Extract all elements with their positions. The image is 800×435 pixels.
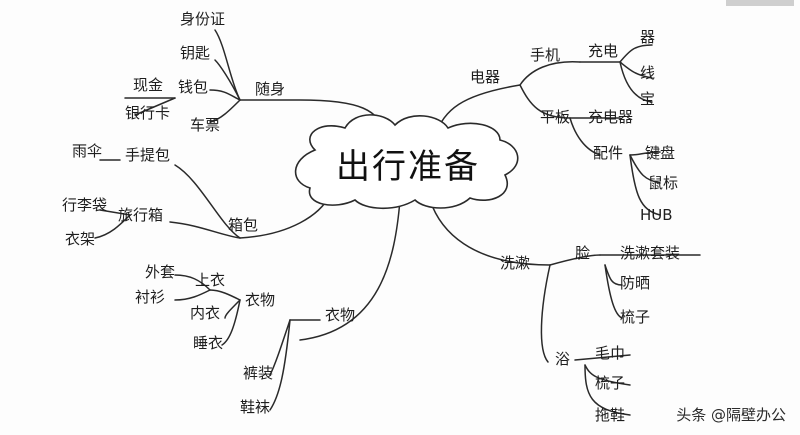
item-umbrella: 雨伞 xyxy=(72,142,102,160)
item-coat: 外套 xyxy=(145,263,175,281)
branch-yiwu: 衣物 衣物 上衣 外套 衬衫 内衣 睡衣 裤装 鞋袜 xyxy=(135,263,355,416)
item-face-kit: 洗漱套装 xyxy=(620,244,680,262)
item-wallet: 钱包 xyxy=(178,78,208,96)
item-pants: 裤装 xyxy=(243,364,273,382)
label-dianqi: 电器 xyxy=(470,68,500,86)
watermark-text: 头条 @隔壁办公 xyxy=(676,406,786,424)
item-clothes: 衣物 xyxy=(245,291,275,309)
item-face: 脸 xyxy=(575,244,590,262)
branch-suishen: 随身 身份证 钥匙 钱包 车票 现金 银行卡 xyxy=(125,10,285,134)
label-xiangbao: 箱包 xyxy=(228,216,258,234)
item-keyboard: 键盘 xyxy=(645,144,675,162)
item-slippers: 拖鞋 xyxy=(595,406,625,424)
item-shoes: 鞋袜 xyxy=(240,398,270,416)
item-shirt: 上衣 xyxy=(195,271,225,289)
item-towel: 毛巾 xyxy=(595,344,625,362)
branch-dianqi: 电器 手机 充电 器 线 宝 平板 充电器 配件 键盘 鼠标 HUB xyxy=(470,28,678,224)
branch-lines xyxy=(94,29,701,416)
item-luggage-bag: 行李袋 xyxy=(62,196,107,214)
item-id-card: 身份证 xyxy=(180,10,225,28)
item-sleepwear: 睡衣 xyxy=(193,334,223,352)
item-bath: 浴 xyxy=(555,350,570,368)
item-handbag: 手提包 xyxy=(125,146,170,164)
center-title: 出行准备 xyxy=(336,147,480,187)
label-xishu: 洗漱 xyxy=(500,254,530,272)
label-yiwu: 衣物 xyxy=(325,306,355,324)
center-cloud-shape xyxy=(294,114,519,210)
item-sunscreen: 防晒 xyxy=(620,274,650,292)
item-tablet: 平板 xyxy=(540,108,570,126)
item-hub: HUB xyxy=(640,206,673,224)
item-cable: 线 xyxy=(640,64,655,82)
item-comb: 梳子 xyxy=(620,308,650,326)
item-tablet-charger: 充电器 xyxy=(588,108,633,126)
item-ticket: 车票 xyxy=(190,116,220,134)
item-blouse: 衬衫 xyxy=(135,288,165,306)
item-bank-card: 银行卡 xyxy=(125,104,170,122)
item-powerbank: 宝 xyxy=(640,90,655,108)
branch-xishu: 洗漱 脸 洗漱套装 防晒 梳子 浴 毛巾 梳子 拖鞋 xyxy=(500,244,680,424)
scan-edge-bar xyxy=(726,0,794,6)
label-suishen: 随身 xyxy=(255,80,285,98)
item-charger: 器 xyxy=(640,28,655,46)
item-underwear: 内衣 xyxy=(190,304,220,322)
item-hanger: 衣架 xyxy=(65,230,95,248)
item-cash: 现金 xyxy=(133,76,163,94)
item-accessory: 配件 xyxy=(593,144,623,162)
item-phone: 手机 xyxy=(530,46,560,64)
center-node: 出行准备 xyxy=(294,114,519,210)
item-suitcase: 旅行箱 xyxy=(118,206,163,224)
item-mouse: 鼠标 xyxy=(648,174,678,192)
item-keys: 钥匙 xyxy=(180,44,210,62)
branch-xiangbao: 箱包 手提包 雨伞 旅行箱 行李袋 衣架 xyxy=(62,142,258,248)
item-phone-charger: 充电 xyxy=(588,42,618,60)
item-bath-comb: 梳子 xyxy=(595,374,625,392)
